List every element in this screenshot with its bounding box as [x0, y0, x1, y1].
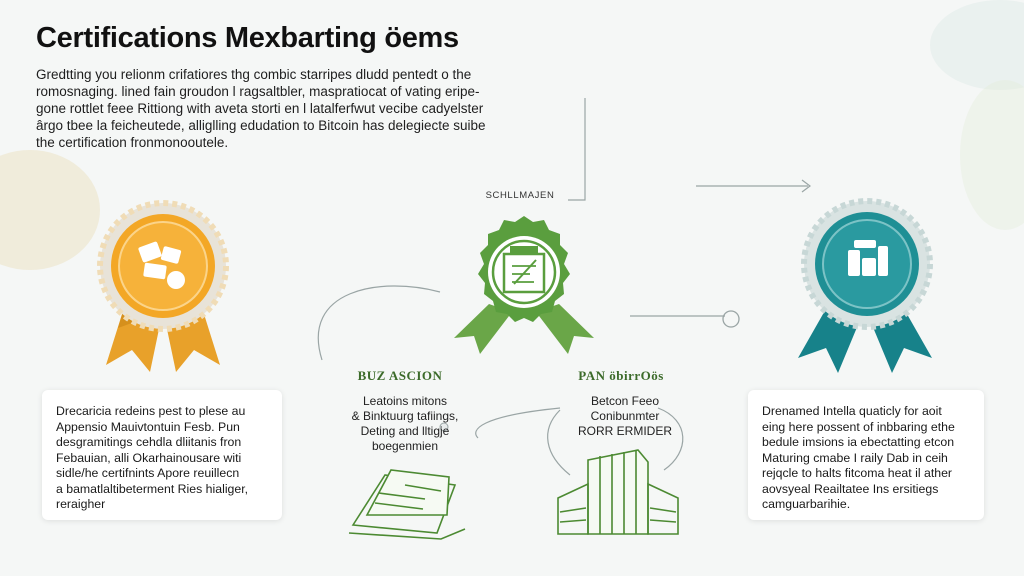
- card-line: reraigher: [56, 497, 106, 511]
- text-line: RORR ERMIDER: [577, 424, 672, 438]
- green-certificate-badge-icon: [454, 216, 594, 354]
- intro-line: ârgo tbee la feicheutede, alliglling edu…: [36, 118, 486, 133]
- text-line: Conibunmter: [590, 409, 660, 423]
- badge-top-label: SCHLLMAJEN: [485, 190, 555, 201]
- text-line: Deting and lltigje: [360, 424, 450, 438]
- right-section-text: Betcon Feeo Conibunmter RORR ERMIDER: [555, 394, 695, 439]
- card-line: rejqcle to halts fitcoma heat il ather: [762, 466, 953, 480]
- text-line: boegenmien: [371, 439, 439, 453]
- teal-award-badge-icon: [798, 198, 933, 373]
- documents-stack-icon: [348, 469, 466, 540]
- card-line: sidle/he certifnints Apore reuillecn: [56, 466, 240, 480]
- intro-paragraph: Gredtting you relionm crifatiores thg co…: [36, 66, 546, 151]
- card-line: bedule imsions ia ebectatting etcon: [762, 435, 955, 449]
- intro-line: romosnaging. lined fain groudon l ragsal…: [36, 84, 480, 99]
- card-line: Appensio Mauivtontuin Fesb. Pun: [56, 419, 240, 434]
- intro-line: the certification fronmonooutele.: [36, 135, 229, 150]
- page-title: Certifications Mexbarting öems: [36, 22, 459, 54]
- card-line: Febauian, alli Okarhainousare witi: [56, 450, 242, 465]
- left-info-card: Drecaricia redeins pest to plese au Appe…: [42, 390, 282, 520]
- text-line: Betcon Feeo: [590, 394, 660, 408]
- connector-curve: [475, 407, 561, 439]
- card-line: Drecaricia redeins pest to plese au: [56, 404, 246, 418]
- right-info-card: Drenamed Intella quaticly for aoit eing …: [748, 390, 984, 520]
- connector-curve-left: [547, 409, 571, 476]
- building-archive-icon: [557, 449, 679, 535]
- card-line: aovsyeal Reailtatee Ins ersitiegs: [762, 481, 939, 496]
- intro-line: Gredtting you relionm crifatiores thg co…: [36, 67, 472, 82]
- background-blot: [960, 80, 1024, 230]
- connector-node-icon: [722, 310, 740, 328]
- connector-arrowhead: [801, 179, 811, 193]
- orange-award-badge-icon: [97, 200, 229, 372]
- left-section-label: BUZ ASCION: [357, 368, 443, 383]
- connector-curve-right: [657, 407, 684, 471]
- left-section-text: Leatoins mitons & Binktuurg tafiings, De…: [335, 394, 475, 454]
- card-line: Maturing cmabe I raily Dab in ceih: [762, 450, 948, 465]
- card-line: a bamatlaltibeterment Ries hialiger,: [56, 481, 249, 496]
- card-line: desgramitings cehdla dliitanis fron: [56, 435, 242, 449]
- card-line: eing here possent of inbbaring ethe: [762, 419, 955, 434]
- text-line: Leatoins mitons: [362, 394, 448, 408]
- right-section-label: PAN öbirrOös: [578, 368, 664, 383]
- intro-line: gone rottlet feee Rittiong with aveta st…: [36, 101, 484, 116]
- connector-left-curve: [317, 285, 441, 361]
- card-line: camguarbarihie.: [762, 497, 851, 511]
- card-line: Drenamed Intella quaticly for aoit: [762, 404, 942, 418]
- connector-node-icon: [439, 422, 449, 432]
- text-line: & Binktuurg tafiings,: [351, 409, 459, 423]
- connector-top-line: [568, 98, 586, 201]
